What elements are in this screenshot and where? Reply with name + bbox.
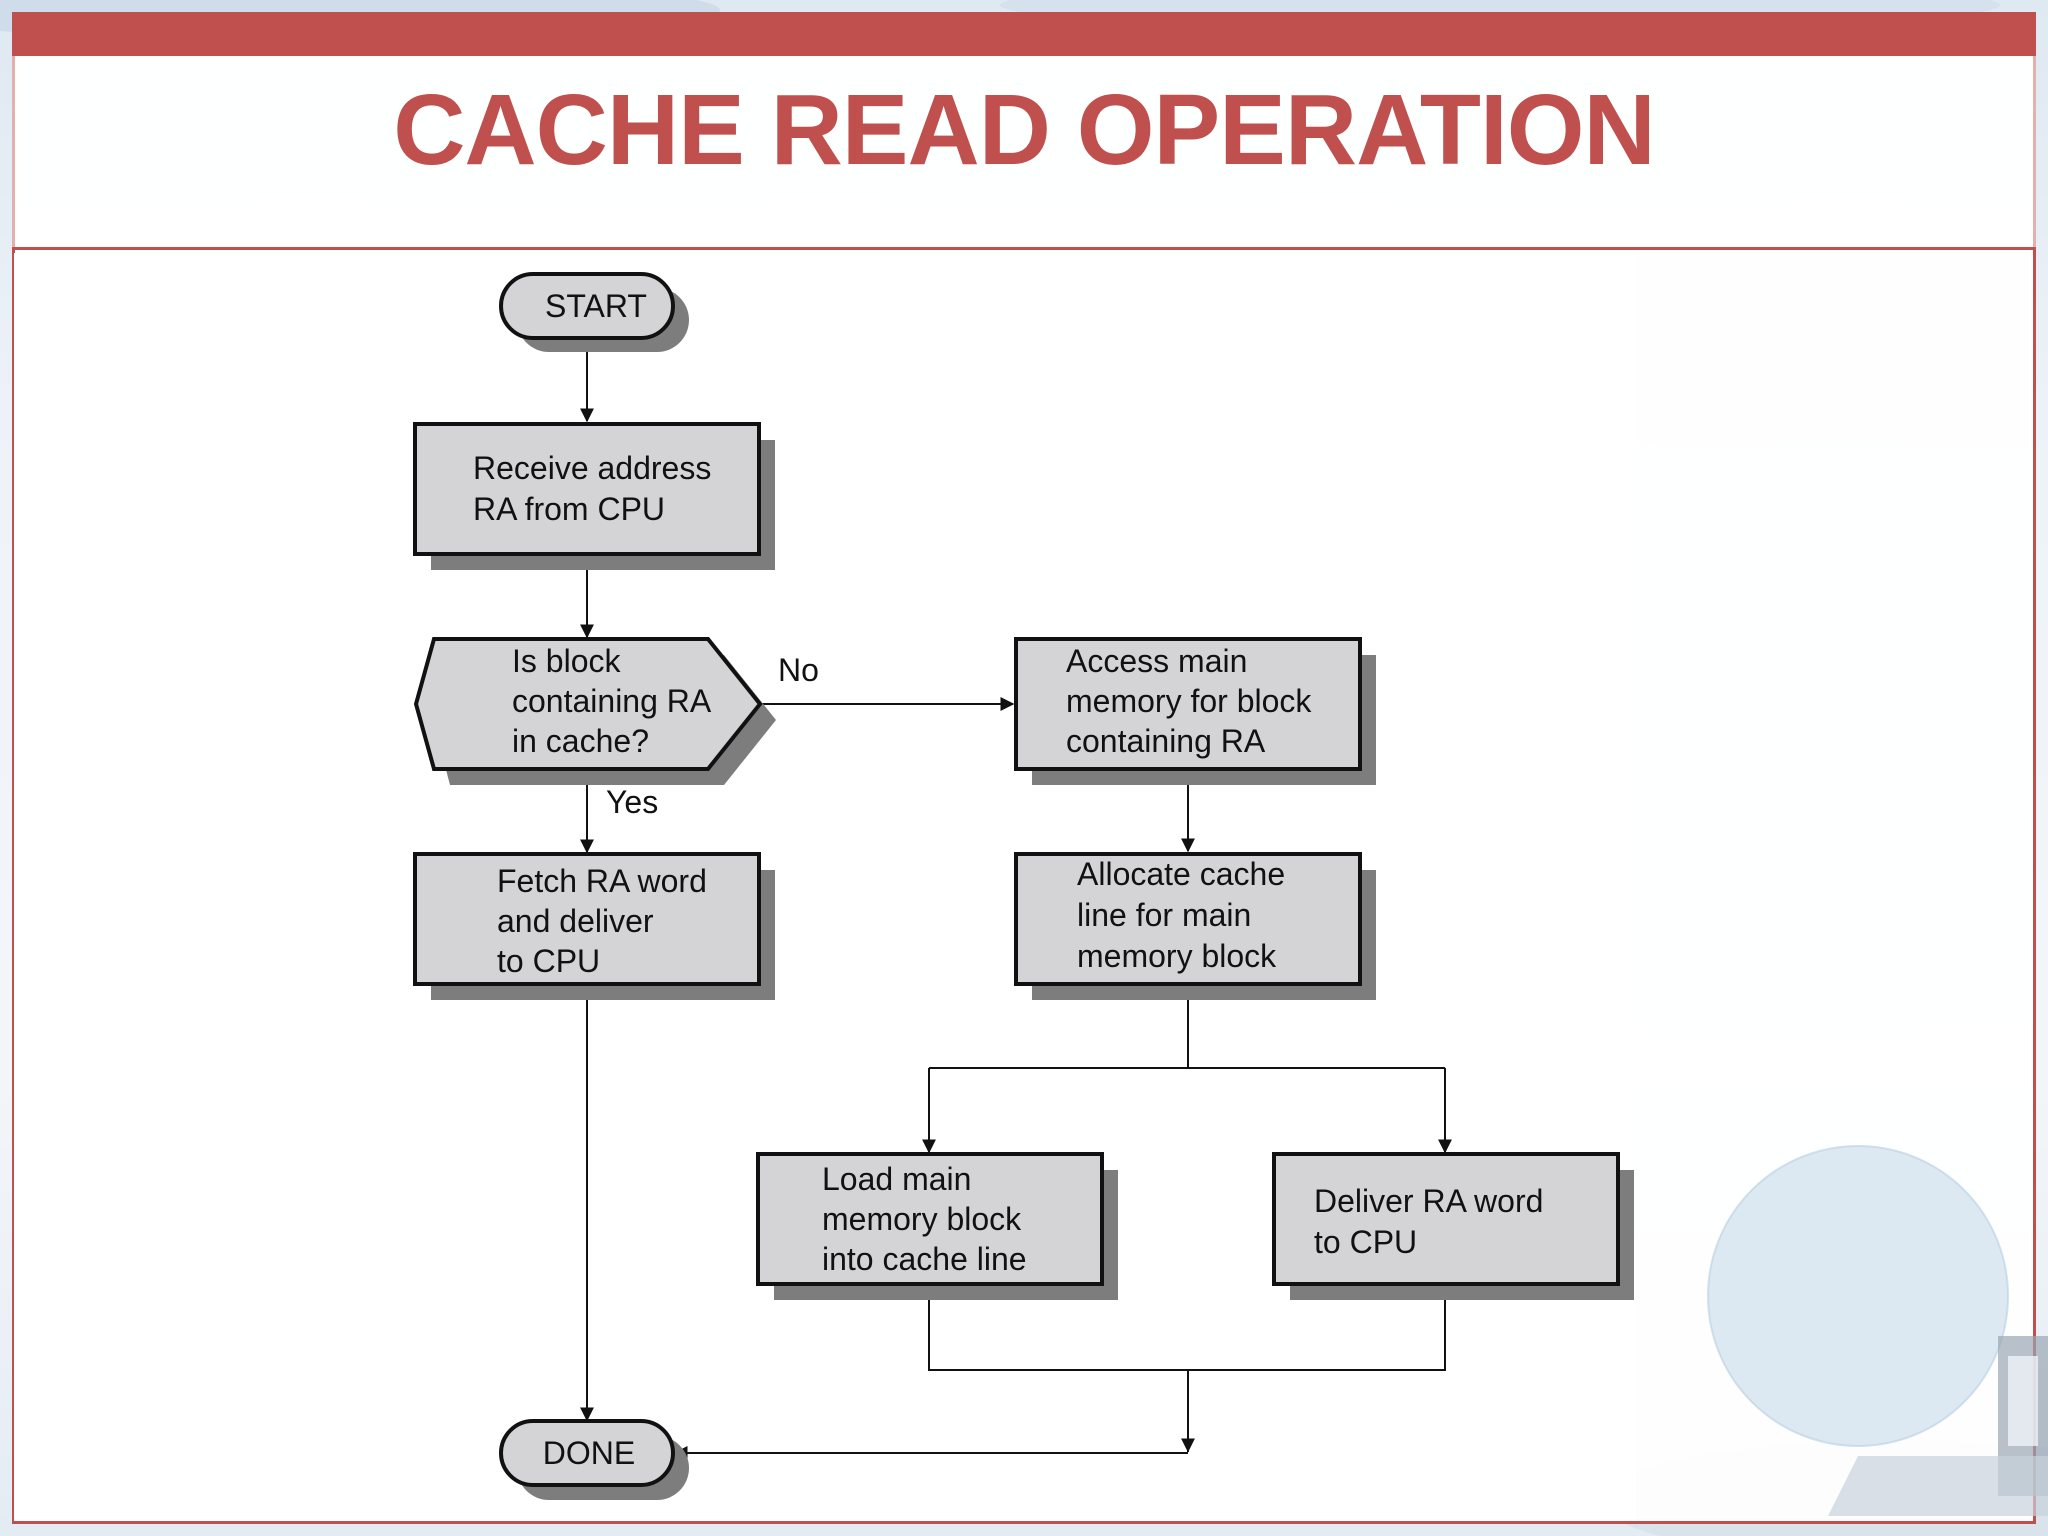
load-node: Load main memory block into cache line [756, 1152, 1118, 1300]
fetch-line-3: to CPU [497, 943, 600, 979]
laptop-decoration [1707, 1145, 2048, 1516]
fetch-line-2: and deliver [497, 903, 654, 939]
fetch-line-1: Fetch RA word [497, 863, 707, 899]
allocate-line-2: line for main [1077, 897, 1251, 933]
title-bar [12, 12, 2036, 56]
fetch-node: Fetch RA word and deliver to CPU [413, 852, 775, 1000]
load-line-2: memory block [822, 1201, 1022, 1237]
label-no: No [778, 652, 819, 688]
start-label: START [545, 288, 647, 324]
title-area [12, 56, 2036, 250]
deliver-line-2: to CPU [1314, 1224, 1417, 1260]
connector-join [928, 1283, 1446, 1452]
allocate-line-3: memory block [1077, 938, 1277, 974]
start-node: START [499, 272, 689, 352]
allocate-line-1: Allocate cache [1077, 856, 1285, 892]
load-line-1: Load main [822, 1161, 971, 1197]
decision-line-1: Is block [512, 643, 621, 679]
access-line-2: memory for block [1066, 683, 1312, 719]
flow-connectors [580, 340, 1452, 1460]
allocate-node: Allocate cache line for main memory block [1014, 852, 1376, 1000]
slide-title: CACHE READ OPERATION [393, 74, 1656, 186]
done-node: DONE [499, 1419, 689, 1500]
access-memory-node: Access main memory for block containing RA [1014, 637, 1376, 785]
decision-node: Is block containing RA in cache? [413, 637, 776, 785]
done-label: DONE [543, 1435, 635, 1471]
load-line-3: into cache line [822, 1241, 1027, 1277]
receive-address-node: Receive address RA from CPU [413, 422, 775, 570]
decision-line-3: in cache? [512, 723, 649, 759]
deliver-node: Deliver RA word to CPU [1272, 1152, 1634, 1300]
access-line-1: Access main [1066, 643, 1247, 679]
label-yes: Yes [606, 784, 658, 820]
decision-line-2: containing RA [512, 683, 712, 719]
receive-line-1: Receive address [473, 450, 711, 486]
deliver-line-1: Deliver RA word [1314, 1183, 1543, 1219]
receive-line-2: RA from CPU [473, 491, 665, 527]
access-line-3: containing RA [1066, 723, 1266, 759]
